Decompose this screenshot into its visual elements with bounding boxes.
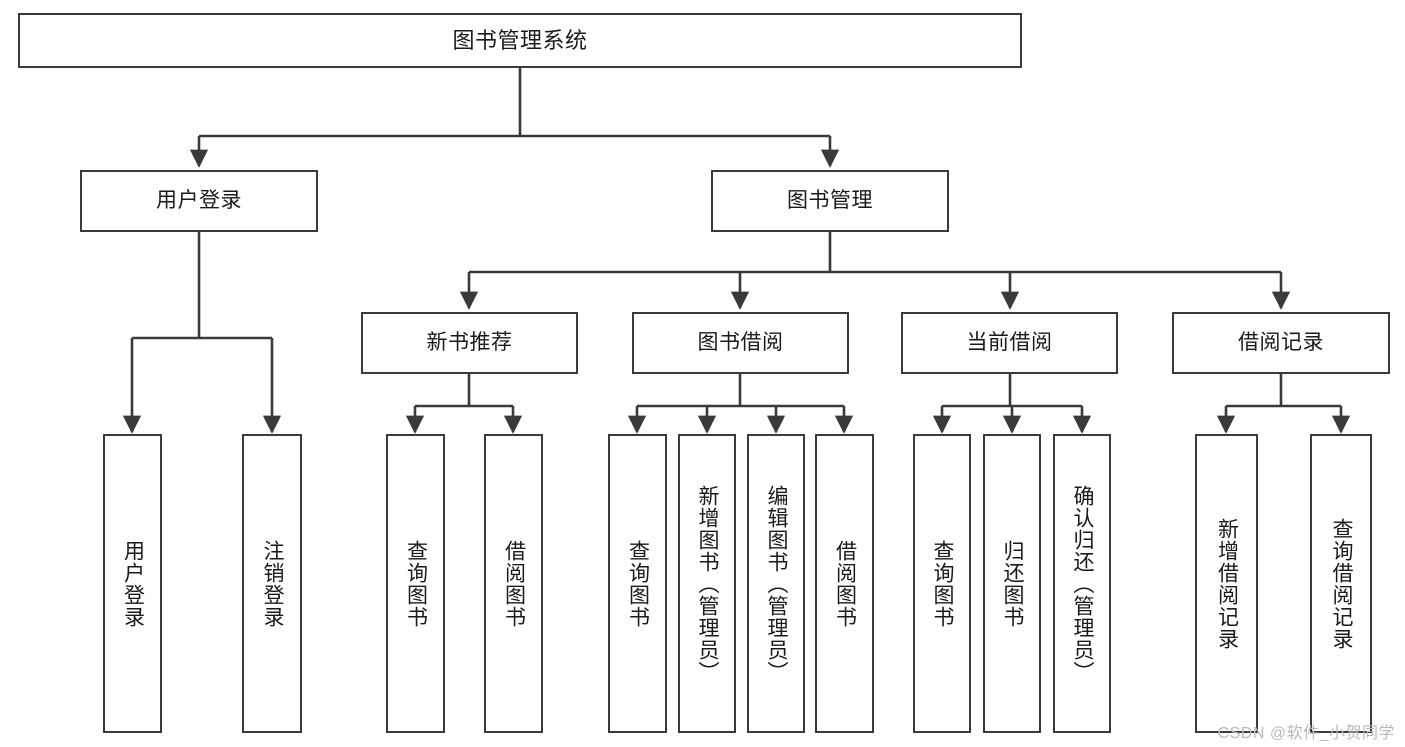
node-user-login[interactable]: 用户登录 bbox=[80, 170, 318, 232]
leaf-newbook-borrow-book[interactable]: 借阅图书 bbox=[484, 434, 543, 733]
node-book-management-label: 图书管理 bbox=[787, 188, 873, 212]
leaf-borrow-edit-book-admin-label: 编辑图书（管理员） bbox=[765, 484, 789, 683]
leaf-records-add-record-label: 新增借阅记录 bbox=[1215, 517, 1239, 650]
leaf-newbook-query-book[interactable]: 查询图书 bbox=[386, 434, 445, 733]
node-new-book-recommend-label: 新书推荐 bbox=[426, 330, 513, 354]
node-book-borrow[interactable]: 图书借阅 bbox=[632, 312, 849, 374]
leaf-user-login[interactable]: 用户登录 bbox=[103, 434, 162, 733]
leaf-borrow-borrow-book-label: 借阅图书 bbox=[833, 539, 857, 628]
leaf-borrow-edit-book-admin[interactable]: 编辑图书（管理员） bbox=[747, 434, 805, 733]
leaf-logout[interactable]: 注销登录 bbox=[242, 434, 302, 733]
watermark-text: CSDN @软件_小贺同学 bbox=[1217, 725, 1395, 742]
node-current-borrow[interactable]: 当前借阅 bbox=[901, 312, 1118, 374]
leaf-borrow-query-book[interactable]: 查询图书 bbox=[608, 434, 667, 733]
leaf-records-query-record[interactable]: 查询借阅记录 bbox=[1310, 434, 1372, 733]
leaf-current-query-book[interactable]: 查询图书 bbox=[913, 434, 971, 733]
node-current-borrow-label: 当前借阅 bbox=[966, 330, 1053, 354]
leaf-borrow-add-book-admin[interactable]: 新增图书（管理员） bbox=[678, 434, 736, 733]
node-root-label: 图书管理系统 bbox=[452, 27, 588, 53]
leaf-newbook-query-book-label: 查询图书 bbox=[404, 539, 428, 628]
leaf-current-confirm-return-admin-label: 确认归还（管理员） bbox=[1071, 484, 1095, 683]
leaf-newbook-borrow-book-label: 借阅图书 bbox=[502, 539, 526, 628]
node-borrow-records[interactable]: 借阅记录 bbox=[1172, 312, 1390, 374]
leaf-records-add-record[interactable]: 新增借阅记录 bbox=[1195, 434, 1258, 733]
leaf-borrow-borrow-book[interactable]: 借阅图书 bbox=[815, 434, 874, 733]
leaf-current-query-book-label: 查询图书 bbox=[931, 539, 955, 628]
node-root[interactable]: 图书管理系统 bbox=[18, 13, 1022, 68]
node-new-book-recommend[interactable]: 新书推荐 bbox=[361, 312, 578, 374]
leaf-borrow-add-book-admin-label: 新增图书（管理员） bbox=[696, 484, 720, 683]
node-book-management[interactable]: 图书管理 bbox=[711, 170, 949, 232]
leaf-user-login-label: 用户登录 bbox=[121, 539, 145, 628]
node-borrow-records-label: 借阅记录 bbox=[1238, 330, 1324, 354]
leaf-logout-label: 注销登录 bbox=[261, 539, 285, 628]
node-user-login-label: 用户登录 bbox=[156, 188, 242, 212]
leaf-records-query-record-label: 查询借阅记录 bbox=[1330, 517, 1354, 650]
leaf-current-return-book-label: 归还图书 bbox=[1001, 539, 1025, 628]
leaf-borrow-query-book-label: 查询图书 bbox=[626, 539, 650, 628]
leaf-current-confirm-return-admin[interactable]: 确认归还（管理员） bbox=[1053, 434, 1111, 733]
node-book-borrow-label: 图书借阅 bbox=[697, 330, 784, 354]
leaf-current-return-book[interactable]: 归还图书 bbox=[983, 434, 1041, 733]
